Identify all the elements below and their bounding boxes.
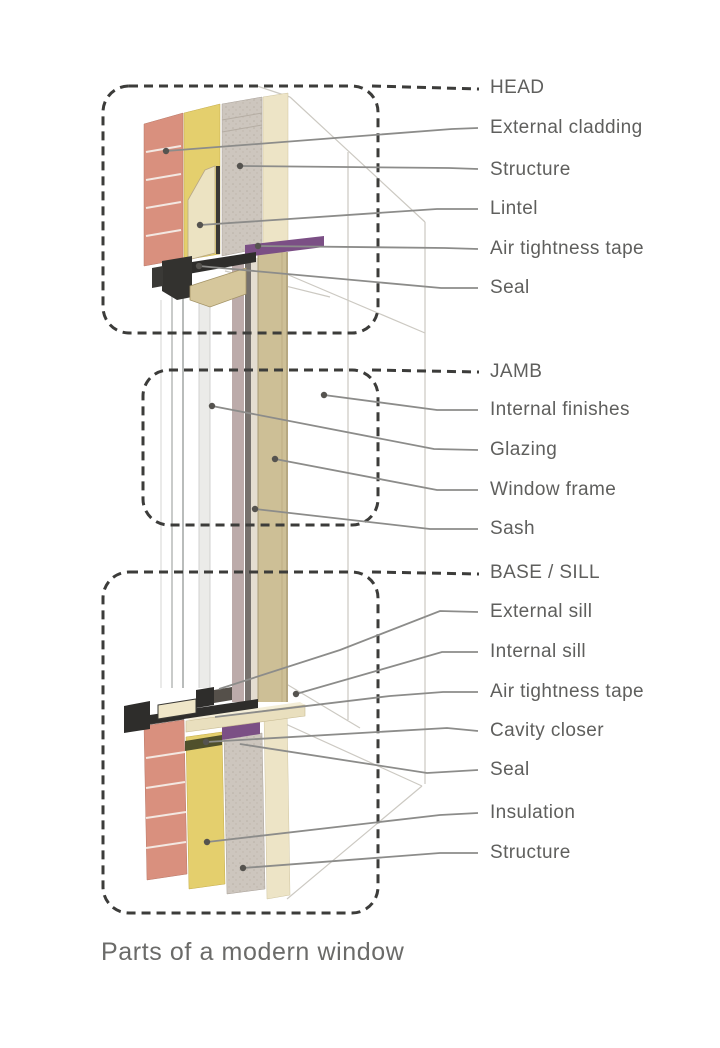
leader-head-structure xyxy=(239,165,479,170)
base-assembly xyxy=(124,687,306,900)
label-base-seal: Seal xyxy=(490,759,530,780)
leader-external-sill xyxy=(218,610,479,690)
leader-glazing xyxy=(211,405,479,451)
label-base-structure: Structure xyxy=(490,842,571,863)
label-cavity-closer: Cavity closer xyxy=(490,720,604,741)
head-brick-cladding xyxy=(143,112,184,267)
label-glazing: Glazing xyxy=(490,439,558,460)
section-boxes xyxy=(101,84,480,915)
diagram-caption: Parts of a modern window xyxy=(101,938,405,966)
label-head: HEAD xyxy=(490,77,545,98)
label-head-air-tape: Air tightness tape xyxy=(490,238,645,259)
frame-bottom-block xyxy=(196,687,214,708)
leader-lines xyxy=(165,127,479,869)
leader-window-frame xyxy=(274,458,478,491)
head-timber-packer xyxy=(189,267,247,308)
sill-nose xyxy=(124,701,150,733)
leader-base-seal xyxy=(239,743,479,774)
leader-head-air-tape xyxy=(257,245,479,250)
leader-internal-finishes xyxy=(323,394,478,411)
base-section-box xyxy=(101,570,380,915)
leader-lintel xyxy=(199,208,478,226)
head-frame-corner-block xyxy=(162,256,192,300)
label-head-structure: Structure xyxy=(490,159,571,180)
label-head-seal: Seal xyxy=(490,277,530,298)
label-jamb: JAMB xyxy=(490,361,543,382)
head-assembly xyxy=(143,92,324,308)
leader-external-cladding xyxy=(165,127,479,152)
leader-insulation xyxy=(206,812,479,843)
label-internal-sill: Internal sill xyxy=(490,641,587,662)
head-drip-profile xyxy=(152,266,163,288)
leader-head-seal xyxy=(198,265,478,289)
external-sill-profile xyxy=(136,699,258,726)
frame-bottom-step xyxy=(214,687,232,703)
jamb-section-box xyxy=(141,368,380,527)
leader-cavity-closer xyxy=(205,727,479,743)
head-inner-lining xyxy=(262,92,289,249)
label-sash: Sash xyxy=(490,518,535,539)
leader-sash xyxy=(254,508,478,530)
label-internal-finishes: Internal finishes xyxy=(490,399,630,420)
base-brick-cladding xyxy=(143,719,188,881)
head-structure-concrete xyxy=(221,96,263,257)
leader-dots xyxy=(162,147,328,872)
leader-internal-sill xyxy=(295,651,478,695)
label-external-sill: External sill xyxy=(490,601,593,622)
head-section-box xyxy=(101,84,380,335)
leader-base-structure xyxy=(242,852,478,869)
head-brick-mortar-joints xyxy=(145,145,182,237)
base-brick-mortar-joints xyxy=(145,751,187,849)
sill-packer xyxy=(157,698,197,720)
base-insulation xyxy=(185,731,226,890)
label-lintel: Lintel xyxy=(490,198,538,219)
glazing-panes xyxy=(160,284,211,688)
label-window-frame: Window frame xyxy=(490,479,617,500)
sash-and-frame-strips xyxy=(232,252,288,702)
leader-base-air-tape xyxy=(214,691,478,718)
label-insulation: Insulation xyxy=(490,802,576,823)
label-base-sill: BASE / SILL xyxy=(490,562,601,583)
lintel-block xyxy=(187,165,216,261)
label-external-cladding: External cladding xyxy=(490,117,643,138)
label-base-air-tape: Air tightness tape xyxy=(490,681,645,702)
